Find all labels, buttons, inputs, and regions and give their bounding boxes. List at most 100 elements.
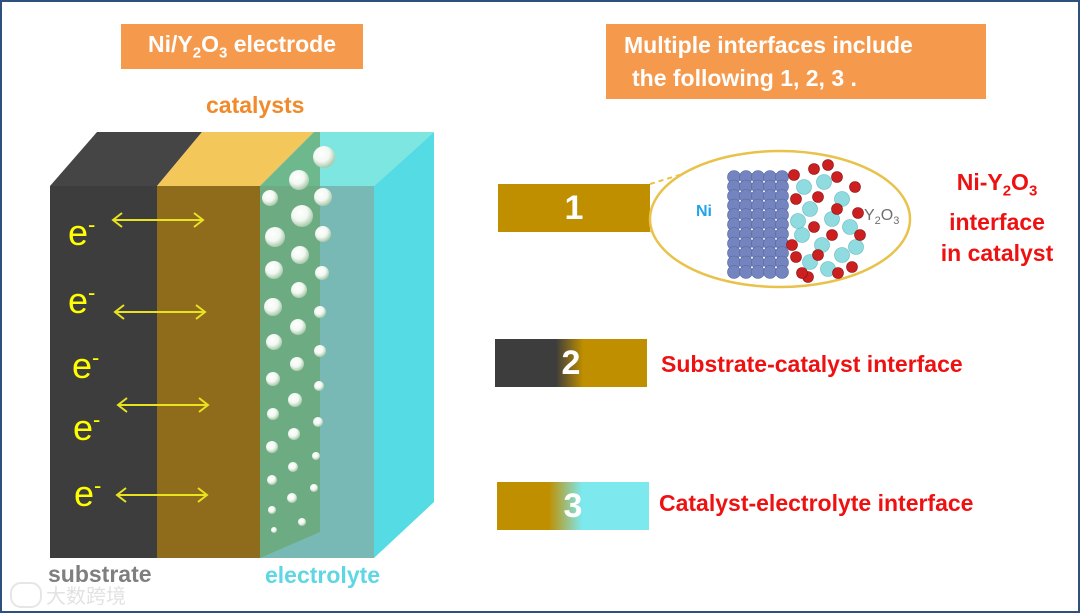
- o-atom: [812, 249, 824, 261]
- interfaces-title-line1: Multiple interfaces include: [624, 32, 913, 58]
- y2o3-atom-label: Y2O3: [864, 207, 900, 228]
- bubble: [313, 146, 335, 168]
- bubble: [287, 493, 297, 503]
- electron-label: e-: [68, 280, 96, 321]
- interface-label-1-line2: interface: [949, 208, 1045, 235]
- o-atom: [822, 159, 834, 171]
- y-atom: [834, 247, 850, 263]
- bubble: [291, 205, 313, 227]
- bubble: [271, 527, 277, 533]
- o-atom: [790, 251, 802, 263]
- bubble: [314, 381, 324, 391]
- bubble: [265, 227, 285, 247]
- o-atom: [796, 267, 808, 279]
- o-atom: [849, 181, 861, 193]
- interface-bar-1: 1: [498, 184, 650, 232]
- o-atom: [854, 229, 866, 241]
- bubble: [267, 475, 277, 485]
- o-atom: [831, 171, 843, 183]
- electron-label: e-: [68, 212, 96, 253]
- interface-label-1-line1: Ni-Y2O3: [956, 169, 1038, 200]
- watermark-logo-icon: [10, 581, 42, 608]
- interfaces-title-box: Multiple interfaces include the followin…: [606, 24, 986, 99]
- bubble: [266, 441, 278, 453]
- bubble: [313, 417, 323, 427]
- bubble: [290, 319, 306, 335]
- bubble: [264, 298, 282, 316]
- substrate-top-face: [50, 132, 202, 186]
- y-atom: [802, 201, 818, 217]
- interface-number-1: 1: [564, 188, 584, 227]
- interface-number-2: 2: [561, 343, 581, 382]
- bubble: [314, 306, 326, 318]
- electrode-title: Ni/Y2O3 electrode: [148, 31, 336, 62]
- bubble: [314, 188, 332, 206]
- y-atom: [848, 239, 864, 255]
- bubble: [267, 408, 279, 420]
- o-atom: [831, 203, 843, 215]
- electron-label: e-: [72, 345, 100, 386]
- y-atom: [790, 213, 806, 229]
- interface-bar-3: 3: [497, 482, 649, 530]
- bubble: [310, 484, 318, 492]
- zoom-ellipse: [648, 149, 912, 289]
- bubble: [288, 393, 302, 407]
- o-atom: [808, 163, 820, 175]
- bubble: [314, 345, 326, 357]
- electrolyte-side-face: [374, 132, 434, 558]
- watermark-text: 大数跨境: [46, 584, 126, 608]
- o-atom: [808, 221, 820, 233]
- o-atom: [832, 267, 844, 279]
- double-arrow-icon: [113, 304, 207, 320]
- ni-atom: [751, 265, 765, 279]
- bubble: [298, 518, 306, 526]
- interfaces-title-line2: the following 1, 2, 3 .: [632, 65, 857, 91]
- electrode-title-box: Ni/Y2O3 electrode: [121, 24, 363, 69]
- interface-bar-2: 2: [495, 339, 647, 387]
- ni-atom: [775, 265, 789, 279]
- o-atom: [788, 169, 800, 181]
- ni-atom: [763, 265, 777, 279]
- bubble: [265, 261, 283, 279]
- interface-label-1: Ni-Y2O3 interface in catalyst: [930, 167, 1064, 269]
- bubble: [290, 357, 304, 371]
- y-atom: [816, 174, 832, 190]
- bubble: [291, 246, 309, 264]
- y-atom: [842, 219, 858, 235]
- double-arrow-icon: [111, 212, 205, 228]
- electron-label: e-: [73, 407, 101, 448]
- bubble: [291, 282, 307, 298]
- o-atom: [812, 191, 824, 203]
- y2o3-atom-cluster: [786, 159, 866, 283]
- bubble-group: [262, 146, 335, 533]
- bubble: [288, 462, 298, 472]
- watermark: 大数跨境: [10, 580, 126, 609]
- bubble: [268, 506, 276, 514]
- interface-number-3: 3: [563, 486, 583, 525]
- electrolyte-label: electrolyte: [265, 562, 381, 588]
- electron-label: e-: [74, 473, 102, 514]
- o-atom: [826, 229, 838, 241]
- ni-atom-label: Ni: [696, 203, 712, 220]
- bubble: [315, 226, 331, 242]
- interface-label-1-line3: in catalyst: [940, 239, 1054, 266]
- ni-atom: [739, 265, 753, 279]
- substrate-label: substrate: [48, 561, 152, 587]
- o-atom: [790, 193, 802, 205]
- o-atom: [786, 239, 798, 251]
- bubble: [266, 372, 280, 386]
- bubble: [312, 452, 320, 460]
- interface-label-3: Catalyst-electrolyte interface: [659, 490, 974, 516]
- ni-atom-lattice: [727, 170, 789, 279]
- electrode-block: [50, 132, 434, 558]
- bubble: [315, 266, 329, 280]
- y-atom: [794, 227, 810, 243]
- o-atom: [852, 207, 864, 219]
- bubble: [289, 170, 309, 190]
- catalysts-label: catalysts: [206, 92, 305, 118]
- catalyst-top-face: [157, 132, 314, 186]
- y-atom: [796, 179, 812, 195]
- interface-label-2: Substrate-catalyst interface: [661, 351, 963, 377]
- double-arrow-icon: [115, 487, 209, 503]
